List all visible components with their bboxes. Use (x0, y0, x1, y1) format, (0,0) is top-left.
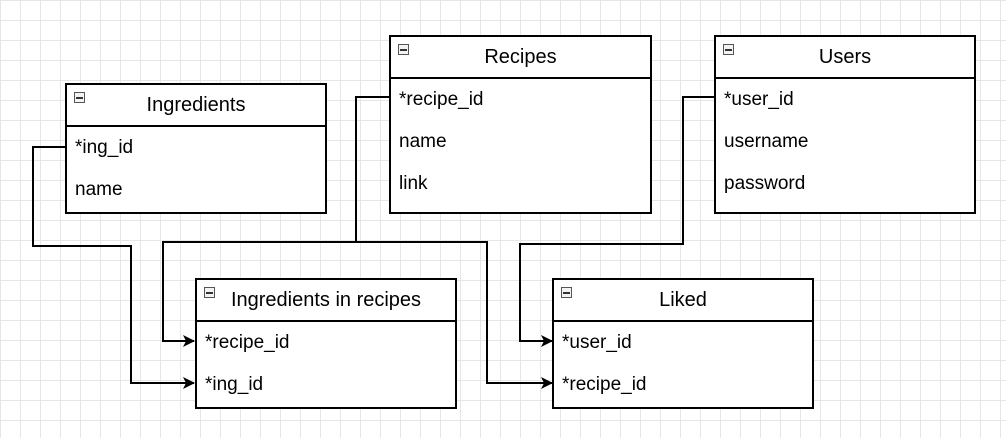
collapse-icon[interactable] (561, 287, 572, 298)
field-row[interactable]: *ing_id (75, 137, 134, 158)
entity-header: Recipes (391, 37, 650, 79)
collapse-icon[interactable] (398, 44, 409, 55)
entity-title: Liked (659, 288, 707, 311)
connector-recipe-id-to-ingredients-in-recipes (162, 96, 390, 347)
field-row[interactable]: *user_id (724, 89, 794, 110)
entity-header: Users (716, 37, 974, 79)
entity-users[interactable]: Users *user_id username password (714, 35, 976, 214)
collapse-icon[interactable] (204, 287, 215, 298)
entity-liked[interactable]: Liked *user_id *recipe_id (552, 278, 814, 409)
entity-header: Ingredients in recipes (197, 280, 455, 322)
entity-title: Users (818, 45, 872, 68)
field-row[interactable]: *recipe_id (562, 374, 647, 395)
field-row[interactable]: password (724, 173, 806, 194)
field-row[interactable]: *recipe_id (399, 89, 484, 110)
field-row[interactable]: *user_id (562, 332, 632, 353)
entity-header: Ingredients (67, 85, 325, 127)
field-row[interactable]: username (724, 131, 809, 152)
connector-user-id (519, 96, 715, 347)
field-row[interactable]: *recipe_id (205, 332, 290, 353)
collapse-icon[interactable] (723, 44, 734, 55)
entity-recipes[interactable]: Recipes *recipe_id name link (389, 35, 652, 214)
field-row[interactable]: *ing_id (205, 374, 264, 395)
field-row[interactable]: name (399, 131, 447, 152)
entity-title: Recipes (484, 45, 557, 68)
field-row[interactable]: link (399, 173, 428, 194)
connector-recipe-id-to-liked (356, 241, 553, 389)
entity-ingredients-in-recipes[interactable]: Ingredients in recipes *recipe_id *ing_i… (195, 278, 457, 409)
connector-ing-id (32, 146, 195, 389)
field-row[interactable]: name (75, 179, 123, 200)
entity-title: Ingredients (146, 93, 246, 116)
collapse-icon[interactable] (74, 92, 85, 103)
entity-title: Ingredients in recipes (230, 288, 422, 311)
entity-ingredients[interactable]: Ingredients *ing_id name (65, 83, 327, 214)
entity-header: Liked (554, 280, 812, 322)
